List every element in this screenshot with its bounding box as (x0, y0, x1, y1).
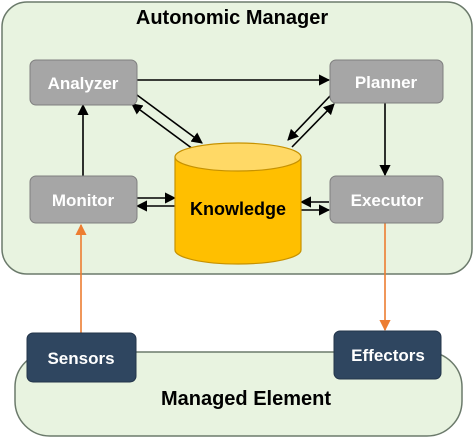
orange-arrows (75, 223, 391, 333)
knowledge-database: Knowledge (174, 142, 302, 265)
effectors-label: Effectors (351, 346, 425, 365)
sensors-label: Sensors (47, 349, 114, 368)
arrow-knowledge-to-analyzer (131, 103, 198, 153)
planner-box: Planner (329, 59, 444, 104)
arrow-analyzer-to-knowledge (136, 94, 203, 144)
autonomic-manager-title: Autonomic Manager (136, 7, 328, 29)
planner-label: Planner (355, 73, 418, 92)
monitor-label: Monitor (52, 191, 115, 210)
analyzer-box: Analyzer (29, 59, 138, 106)
knowledge-label: Knowledge (190, 199, 286, 219)
monitor-box: Monitor (29, 175, 138, 224)
arrow-knowledge-to-planner (291, 103, 335, 148)
executor-box: Executor (329, 175, 444, 224)
sensors-box: Sensors (26, 332, 137, 383)
managed-element-title: Managed Element (161, 388, 331, 410)
black-arrows (77, 74, 391, 216)
executor-label: Executor (351, 191, 424, 210)
analyzer-label: Analyzer (48, 74, 119, 93)
effectors-box: Effectors (333, 330, 442, 380)
